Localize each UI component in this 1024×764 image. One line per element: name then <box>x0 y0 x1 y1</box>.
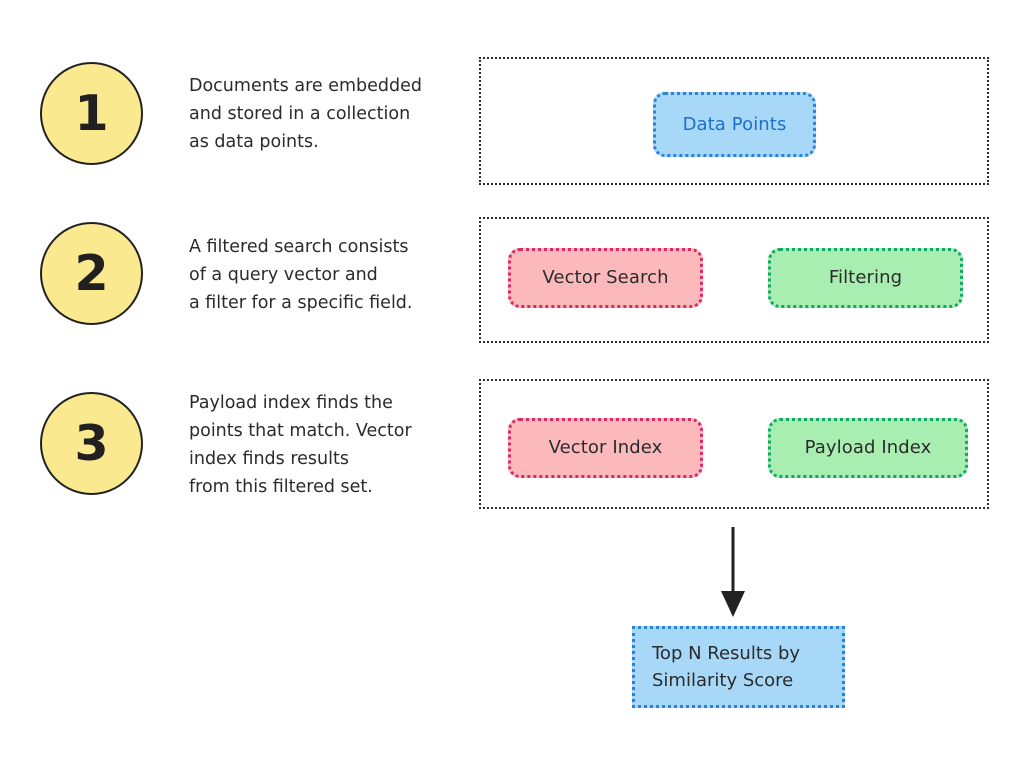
node-vector-search[interactable]: Vector Search <box>508 248 703 308</box>
step-number-2: 2 <box>74 245 109 302</box>
result-box[interactable]: Top N Results by Similarity Score <box>632 626 845 708</box>
node-vector-index[interactable]: Vector Index <box>508 418 703 478</box>
step-number-1: 1 <box>74 85 109 142</box>
node-filtering[interactable]: Filtering <box>768 248 963 308</box>
step-description-3: Payload index finds the points that matc… <box>189 393 412 497</box>
step-description-2: A filtered search consists of a query ve… <box>189 237 413 313</box>
node-data-points[interactable]: Data Points <box>653 92 816 157</box>
step-badge-2: 2 <box>40 222 143 325</box>
step-badge-1: 1 <box>40 62 143 165</box>
node-payload-index[interactable]: Payload Index <box>768 418 968 478</box>
step-description-1: Documents are embedded and stored in a c… <box>189 76 422 152</box>
step-badge-3: 3 <box>40 392 143 495</box>
down-arrow-icon <box>721 527 745 617</box>
step-number-3: 3 <box>74 415 109 472</box>
